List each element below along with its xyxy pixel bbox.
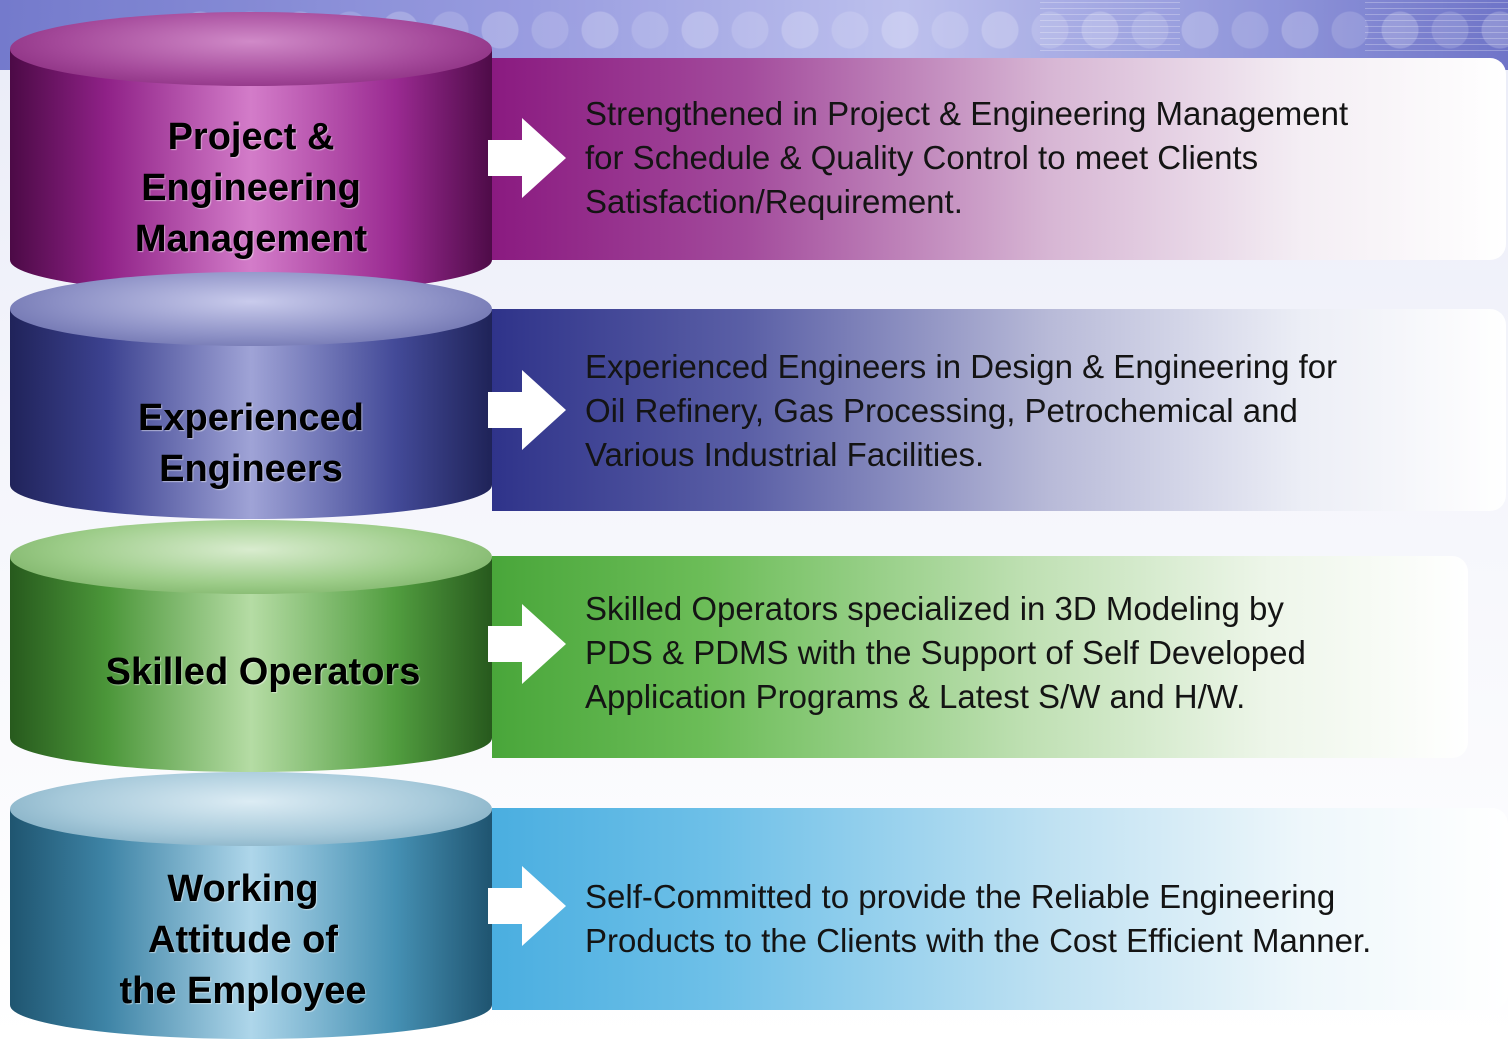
cylinder-label-skilled-operators: Skilled Operators xyxy=(105,651,421,693)
cylinder-label-project-management: Project & Engineering Management xyxy=(134,116,368,260)
description-experienced-engineers: Experienced Engineers in Design & Engine… xyxy=(585,348,1338,473)
cylinder-top xyxy=(10,520,492,594)
description-project-management: Strengthened in Project & Engineering Ma… xyxy=(585,95,1349,220)
cylinder-body xyxy=(10,809,492,1039)
description-panel-project-management xyxy=(492,58,1506,260)
description-panel-skilled-operators xyxy=(492,556,1468,758)
description-working-attitude: Self-Committed to provide the Reliable E… xyxy=(585,878,1372,959)
right-arrow-icon xyxy=(488,604,566,684)
cylinder-project-management xyxy=(10,12,492,312)
banner-text-lines-right xyxy=(1365,2,1508,54)
cylinder-experienced-engineers xyxy=(10,272,492,530)
cylinder-top xyxy=(10,12,492,86)
right-arrow-icon xyxy=(488,866,566,946)
banner-text-lines-left xyxy=(1040,2,1180,54)
cylinder-label-experienced-engineers: Experienced Engineers xyxy=(138,397,364,490)
cylinder-skilled-operators xyxy=(10,520,492,785)
description-panel-working-attitude xyxy=(492,808,1508,1010)
cylinder-top xyxy=(10,272,492,346)
header-banner xyxy=(0,0,1508,70)
cylinder-top xyxy=(10,772,492,846)
right-arrow-icon xyxy=(488,118,566,198)
description-panel-experienced-engineers xyxy=(492,309,1506,511)
cylinder-body xyxy=(10,49,492,294)
cylinder-working-attitude xyxy=(10,772,492,1042)
right-arrow-icon xyxy=(488,370,566,450)
cylinder-label-working-attitude: Working Attitude of the Employee xyxy=(119,868,367,1012)
description-skilled-operators: Skilled Operators specialized in 3D Mode… xyxy=(585,590,1306,715)
